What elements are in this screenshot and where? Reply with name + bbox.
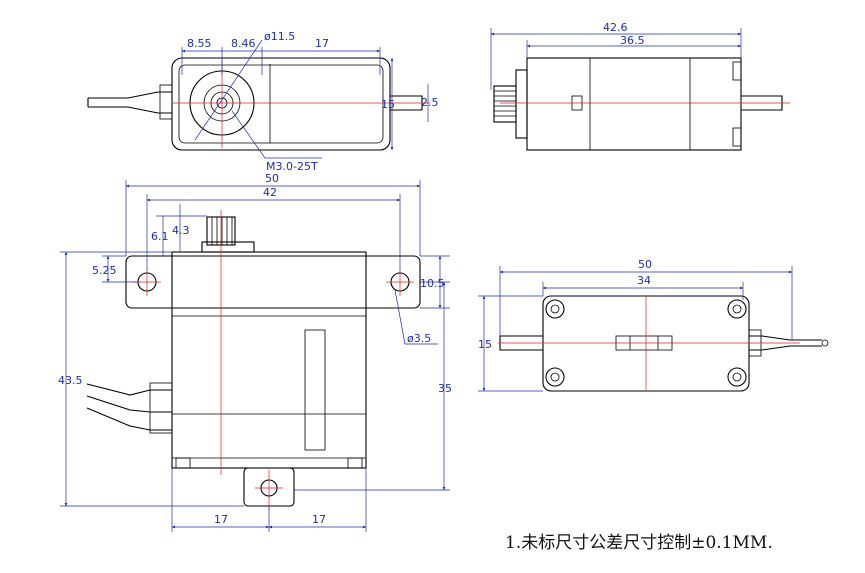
dim-17-top: 17 xyxy=(315,37,329,50)
dim-15-bottom: 15 xyxy=(478,338,492,351)
spline-label: M3.0-25T xyxy=(266,160,318,173)
dim-8-46: 8.46 xyxy=(231,37,256,50)
dim-15-top: 15 xyxy=(381,98,395,111)
dim-4-3: 4.3 xyxy=(172,224,190,237)
dim-50-bottom: 50 xyxy=(638,258,652,271)
bottom-view: 50 34 15 xyxy=(478,258,829,392)
dim-phi11-5: ø11.5 xyxy=(264,30,295,43)
dim-phi3-5: ø3.5 xyxy=(407,332,431,345)
dim-5-25: 5.25 xyxy=(92,264,117,277)
dim-35: 35 xyxy=(438,382,452,395)
dim-50-front: 50 xyxy=(265,172,279,185)
dim-36-5: 36.5 xyxy=(620,34,645,47)
dim-10-5: 10.5 xyxy=(420,277,445,290)
front-view: 50 42 6.1 4.3 5.25 10.5 ø3.5 43.5 xyxy=(58,172,452,532)
dim-2-5: 2.5 xyxy=(421,96,439,109)
top-view: 8.55 8.46 ø11.5 17 15 2.5 M3.0-25T xyxy=(87,30,439,173)
dim-42-front: 42 xyxy=(263,186,277,199)
dim-43-5: 43.5 xyxy=(58,374,83,387)
dim-8-55: 8.55 xyxy=(187,37,212,50)
dim-6-1: 6.1 xyxy=(151,230,169,243)
dim-17-left: 17 xyxy=(214,513,228,526)
dim-34: 34 xyxy=(637,274,651,287)
dim-17-right: 17 xyxy=(312,513,326,526)
tolerance-note: 1.未标尺寸公差尺寸控制±0.1MM. xyxy=(505,533,773,553)
dim-42-6: 42.6 xyxy=(603,21,628,34)
side-view: 42.6 36.5 xyxy=(490,21,790,151)
